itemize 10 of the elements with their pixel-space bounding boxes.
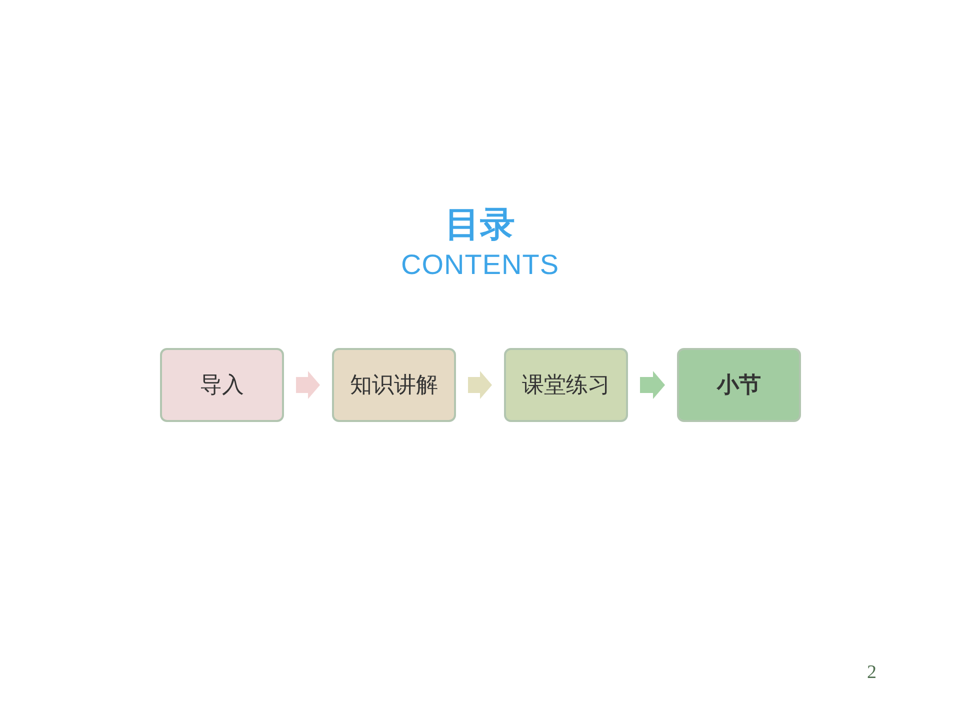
page-number: 2: [867, 662, 876, 684]
block-arrow: [640, 371, 665, 399]
process-box: 小节: [677, 348, 801, 422]
title: 目录: [445, 204, 515, 246]
block-arrow: [468, 371, 492, 399]
subtitle: CONTENTS: [401, 248, 559, 282]
process-box: 导入: [160, 348, 284, 422]
process-box: 知识讲解: [332, 348, 456, 422]
process-box: 课堂练习: [504, 348, 628, 422]
block-arrow: [296, 371, 320, 399]
